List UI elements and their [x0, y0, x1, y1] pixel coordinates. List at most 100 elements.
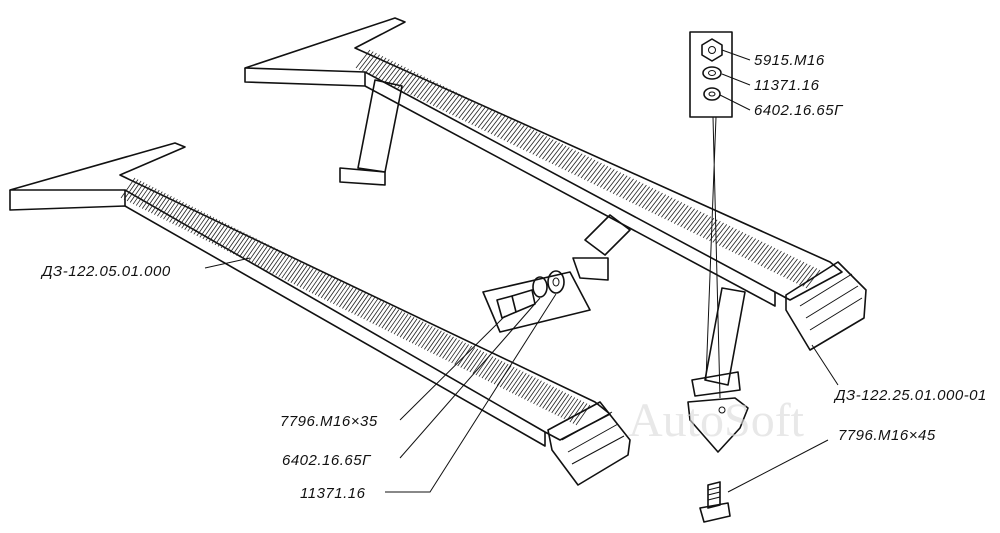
hatch-line [208, 221, 224, 243]
washer-icon [702, 66, 722, 80]
hatch-line [254, 244, 269, 265]
hatch-line [414, 324, 430, 346]
hatch-line [184, 209, 200, 231]
hatch-line [138, 186, 154, 208]
washer-icon [547, 270, 565, 294]
hatch-line [536, 385, 551, 406]
hatch-line [539, 386, 554, 408]
hatch-line [169, 201, 184, 223]
hatch-line [296, 265, 312, 287]
hatch-line [515, 374, 530, 395]
hatch-line [141, 188, 157, 209]
hatch-line [251, 242, 266, 264]
hatch-line [235, 235, 251, 256]
hatch-line [290, 262, 306, 283]
label-bolt-right: 7796.М16×45 [838, 427, 936, 444]
hatch-line [478, 356, 494, 377]
hatch-line [481, 357, 497, 379]
hatch-line [384, 309, 400, 330]
hatch-line [747, 241, 763, 260]
hatch-line [648, 192, 663, 212]
hatch-line [696, 216, 712, 235]
hatch-line [619, 178, 634, 198]
hatch-line [789, 261, 805, 281]
hatch-line [667, 202, 683, 221]
hatch-line [287, 261, 303, 282]
hatch-line [593, 166, 609, 185]
hatch-line [751, 243, 766, 262]
hatch-line [302, 268, 318, 290]
hatch-line [355, 49, 371, 69]
hatch-line [272, 253, 287, 274]
hatch-line [603, 170, 618, 190]
hatch-line [163, 198, 178, 220]
hatch-line [257, 245, 272, 267]
hatch-line [245, 239, 260, 261]
hatch-line [577, 158, 593, 177]
hatch-line [580, 159, 596, 179]
hatch-line [369, 301, 385, 323]
hatch-line [530, 382, 545, 403]
hatch-line [796, 265, 811, 284]
hatch-line [521, 377, 536, 398]
hatch-line [242, 238, 257, 259]
hatch-line [469, 351, 485, 373]
hatch-line [499, 366, 515, 388]
hatch-line [463, 348, 479, 370]
hatch-line [439, 90, 454, 110]
hatch-line [718, 227, 734, 246]
hatch-line [609, 173, 625, 193]
hatch-line [493, 363, 509, 385]
hatch-line [371, 57, 387, 77]
hatch-line [641, 189, 657, 209]
hatch-line [423, 82, 438, 102]
hatch-line [508, 371, 524, 392]
label-washer-left: 11371.16 [300, 485, 366, 502]
hatch-line [505, 369, 521, 391]
hatch-line [497, 118, 512, 138]
hatch-line [390, 312, 406, 333]
hatch-line [706, 221, 721, 240]
hatch-line [442, 92, 458, 111]
hatch-line [770, 252, 785, 271]
hatch-line [187, 211, 203, 232]
hatch-line [458, 100, 474, 119]
hatch-line [587, 162, 602, 182]
hatch-line [741, 238, 757, 257]
hatch-line [147, 191, 163, 212]
hatch-line [314, 274, 330, 296]
hatch-line [776, 255, 792, 275]
hatch-line [132, 183, 148, 205]
left-runner-hatch [120, 177, 591, 426]
hatch-line [445, 339, 460, 361]
hatch-line [561, 150, 577, 169]
hatch-line [757, 246, 773, 265]
hatch-line [374, 59, 390, 78]
hatch-line [471, 106, 487, 125]
hatch-line [599, 169, 615, 188]
hatch-line [518, 376, 533, 397]
hatch-line [410, 76, 425, 95]
hatch-line [387, 65, 403, 84]
hatch-line [628, 183, 644, 202]
hatch-line [172, 203, 187, 224]
left-runner [9, 142, 631, 486]
hatch-line [526, 133, 541, 152]
hatch-line [400, 71, 416, 91]
hatch-line [408, 321, 424, 342]
hatch-line [260, 247, 275, 268]
hatch-line [357, 295, 372, 317]
hatch-line [232, 233, 248, 255]
hatch-line [396, 315, 412, 336]
hatch-line [193, 214, 209, 235]
hatch-line [217, 226, 233, 247]
label-spring-washer-left: 6402.16.65Г [282, 452, 372, 469]
hatch-line [560, 397, 576, 418]
hatch-line [284, 259, 300, 280]
hatch-line [657, 197, 673, 216]
hatch-line [126, 180, 142, 202]
fastener-panel-left [482, 271, 591, 333]
hatch-line [455, 98, 470, 117]
hatch-line [563, 398, 579, 420]
